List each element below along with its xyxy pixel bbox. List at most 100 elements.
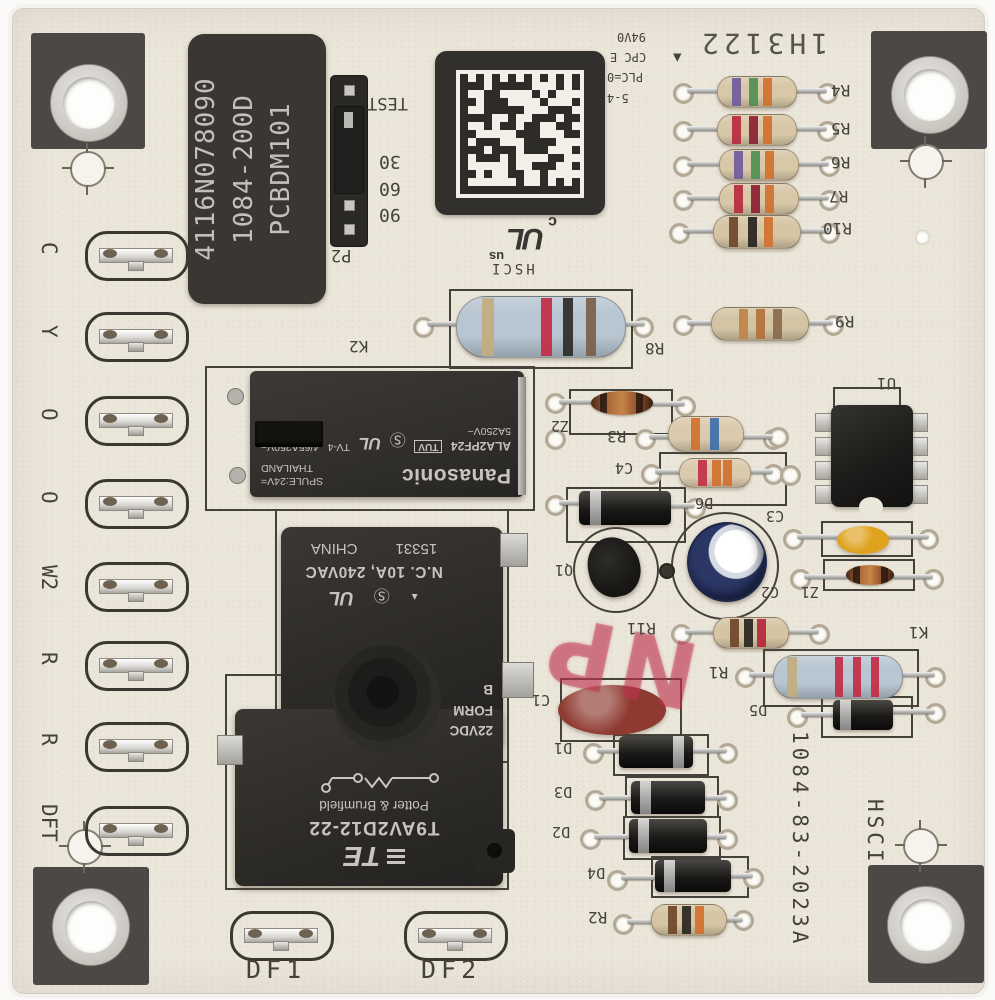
component-lead [687, 195, 721, 200]
solder-pad [743, 868, 764, 889]
spade-terminal [85, 231, 189, 281]
k1-form-label: FORM [453, 702, 493, 718]
silkscreen-label-d1: D1 [554, 739, 573, 757]
component-lead [723, 917, 743, 922]
k1-s-mark: Ⓢ [373, 586, 390, 603]
component-lead [627, 919, 653, 924]
solder-pad [607, 870, 628, 891]
terminal-detail [128, 261, 144, 271]
part-number-text: 4116N078090 1084-200D PCBDM101 [188, 34, 326, 304]
resistor-r8 [456, 296, 626, 358]
zener-band [600, 391, 608, 415]
silkscreen-outline [449, 289, 633, 369]
silkscreen-label-r9: R9 [835, 312, 855, 331]
part-number-line3: PCBDM101 [266, 102, 297, 236]
diode-cathode-band [639, 781, 651, 814]
resistor-r2 [651, 904, 727, 936]
component-lead [687, 88, 721, 93]
diode-d5 [833, 700, 893, 730]
silkscreen-outline [569, 389, 673, 435]
silkscreen-label-q1: Q1 [555, 561, 574, 579]
diode-d4 [655, 860, 731, 892]
silkscreen-label-hsci: HSCI [863, 799, 887, 866]
relay-k1-ear-hole [487, 843, 502, 858]
relay-contact-symbol [321, 773, 439, 793]
resistor-color-band [738, 309, 748, 339]
diode-d1 [619, 736, 693, 768]
terminal-detail [128, 426, 144, 436]
component-lead [740, 434, 773, 439]
k2-brand: Panasonic [401, 464, 511, 487]
k1-tri-mark: ▲ [409, 591, 420, 603]
resistor-color-band [691, 418, 701, 450]
silkscreen-label-54: 5-4 [607, 91, 629, 105]
fiducial-target [62, 143, 114, 195]
resistor-color-band [734, 151, 744, 179]
jumper-pin [344, 224, 355, 235]
resistor-color-band [586, 298, 597, 356]
component-lead [805, 320, 833, 325]
component-lead [683, 228, 715, 233]
resistor-color-band [756, 619, 766, 647]
silkscreen-label-d6: D6 [695, 494, 714, 512]
resistor-color-band [732, 78, 742, 106]
solder-pad [717, 829, 738, 850]
silkscreen-circle [573, 527, 659, 613]
relay-k2-screw [227, 388, 244, 405]
fiducial-target [895, 820, 947, 872]
relay-k1-terminal-tab [500, 533, 528, 567]
k2-coil: SPULE:24V= [261, 475, 324, 487]
jumper-cap-pin [344, 112, 353, 128]
component-lead [649, 434, 671, 439]
spade-terminal [85, 479, 189, 529]
jumper-pin [344, 200, 355, 211]
silkscreen-label-d5: D5 [749, 701, 768, 719]
solder-pad [580, 829, 601, 850]
silkscreen-label-d4: D4 [587, 864, 606, 882]
terminal-detail [128, 752, 144, 762]
diode-cathode-band [840, 700, 852, 730]
component-lead [685, 629, 715, 634]
resistor-color-band [763, 116, 773, 144]
relay-k1-mount-ear [475, 829, 515, 873]
silkscreen-label-r7: R7 [829, 187, 849, 206]
relay-k2-slot [255, 421, 323, 447]
barcode-label [435, 51, 605, 215]
resistor-color-band [541, 298, 552, 356]
terminal-detail [103, 497, 117, 506]
terminal-detail [447, 941, 463, 951]
relay-k2-pin-strip [518, 377, 526, 495]
mounting-hole-center [65, 901, 117, 953]
resistor-r11 [713, 617, 789, 649]
solder-pad [717, 743, 738, 764]
zener-band [880, 565, 888, 585]
part-number-line1: 4116N078090 [191, 77, 221, 261]
component-lead [655, 469, 681, 474]
silkscreen-label-94v0: 94V0 [617, 30, 646, 44]
part-number-line2: 1084-200D [228, 94, 259, 244]
k1-contact-rating: N.C. 10A, 240VAC [305, 563, 443, 580]
terminal-detail [154, 249, 168, 258]
component-lead [559, 399, 593, 404]
silkscreen-label-r3: R3 [607, 427, 627, 446]
solder-pad [545, 495, 566, 516]
silkscreen-label-df1: DF1 [246, 955, 307, 984]
terminal-detail [473, 929, 487, 938]
silkscreen-label-c3: C3 [766, 507, 785, 525]
terminal-detail [154, 740, 168, 749]
terminal-detail [103, 824, 117, 833]
solder-pad [635, 429, 656, 450]
zener-z1 [846, 565, 894, 585]
spade-terminal [85, 641, 189, 691]
silkscreen-label-r5: R5 [831, 119, 851, 138]
relay-k1-terminal-tab [217, 735, 243, 765]
solder-pad [673, 121, 694, 142]
resistor-r10 [713, 215, 801, 249]
resistor-r9 [711, 307, 809, 341]
component-lead [703, 795, 727, 800]
silkscreen-label-d2: D2 [552, 823, 571, 841]
jumper-pin [344, 85, 355, 96]
component-lead [892, 574, 933, 579]
capacitor-c1 [558, 685, 666, 735]
component-lead [619, 321, 645, 326]
